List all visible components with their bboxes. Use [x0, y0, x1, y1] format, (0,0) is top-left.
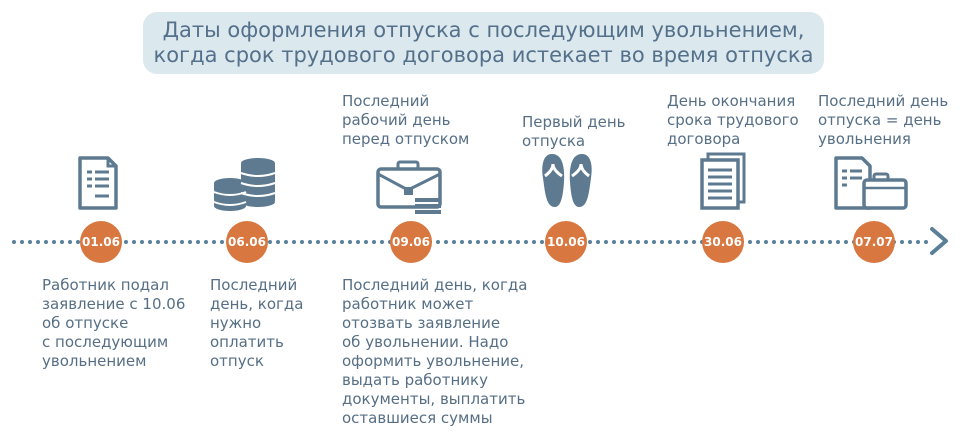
label-top-5: День окончания срока трудового договора [667, 92, 799, 149]
label-bottom-1-line-1: Работник подал [42, 276, 169, 294]
label-top-4-line-2: отпуска [522, 132, 586, 150]
label-bottom-2-line-4: оплатить [210, 333, 284, 351]
coins-stack-icon [213, 158, 276, 211]
label-bottom-1-line-4: с последующим [42, 333, 169, 351]
timeline-axis [12, 238, 942, 246]
label-top-3-line-1: Последний [342, 92, 430, 110]
document-icon [78, 156, 118, 210]
contract-documents-icon [700, 152, 746, 210]
label-top-6-line-1: Последний день [818, 92, 949, 110]
label-top-6-line-2: отпуска = день [818, 111, 942, 129]
label-top-4-line-1: Первый день [522, 113, 626, 131]
label-top-5-line-2: срока трудового [667, 111, 799, 129]
label-top-5-line-3: договора [667, 130, 741, 148]
label-bottom-3-line-8: оставшиеся суммы [342, 409, 493, 427]
label-bottom-1-line-3: об отпуске [42, 314, 129, 332]
date-circle-5: 30.06 [702, 221, 744, 263]
flip-flops-icon [542, 154, 592, 208]
label-bottom-1-line-5: увольнением [42, 352, 147, 370]
label-top-3-line-3: перед отпуском [342, 130, 470, 148]
label-bottom-3-line-1: Последний день, когда [342, 276, 528, 294]
title-box: Даты оформления отпуска с последующим ув… [143, 12, 824, 74]
title-line-2: когда срок трудового договора истекает в… [153, 43, 814, 67]
label-bottom-2: Последний день, когда нужно оплатить отп… [210, 276, 303, 371]
date-circle-1: 01.06 [80, 221, 122, 263]
date-circle-6: 07.07 [853, 221, 895, 263]
label-top-3-line-2: рабочий день [342, 111, 451, 129]
label-bottom-2-line-3: нужно [210, 314, 262, 332]
label-bottom-1: Работник подал заявление с 10.06 об отпу… [42, 276, 185, 371]
date-circle-3: 09.06 [390, 221, 432, 263]
timeline-dots [12, 240, 932, 244]
label-bottom-1-line-2: заявление с 10.06 [42, 295, 186, 313]
label-bottom-3-line-2: работник может [342, 295, 474, 313]
briefcase-money-icon [376, 160, 442, 214]
label-bottom-3-line-4: об увольнении. Надо [342, 333, 509, 351]
label-bottom-3: Последний день, когда работник может ото… [342, 276, 527, 428]
timeline-arrow-icon [930, 227, 948, 255]
label-bottom-3-line-3: отозвать заявление [342, 314, 501, 332]
label-bottom-2-line-5: отпуск [210, 352, 264, 370]
label-bottom-3-line-5: оформить увольнение, [342, 352, 525, 370]
label-bottom-2-line-2: день, когда [210, 295, 304, 313]
document-suitcase-icon [834, 156, 908, 210]
label-bottom-2-line-1: Последний [210, 276, 298, 294]
label-bottom-3-line-6: выдать работнику [342, 371, 488, 389]
label-top-6: Последний день отпуска = день увольнения [818, 92, 948, 149]
label-top-6-line-3: увольнения [818, 130, 911, 148]
label-bottom-3-line-7: документы, выплатить [342, 390, 526, 408]
label-top-3: Последний рабочий день перед отпуском [342, 92, 469, 149]
date-circle-2: 06.06 [226, 221, 268, 263]
label-top-4: Первый день отпуска [522, 113, 625, 151]
date-circle-4: 10.06 [545, 221, 587, 263]
title-line-1: Даты оформления отпуска с последующим ув… [162, 18, 805, 42]
label-top-5-line-1: День окончания [667, 92, 796, 110]
